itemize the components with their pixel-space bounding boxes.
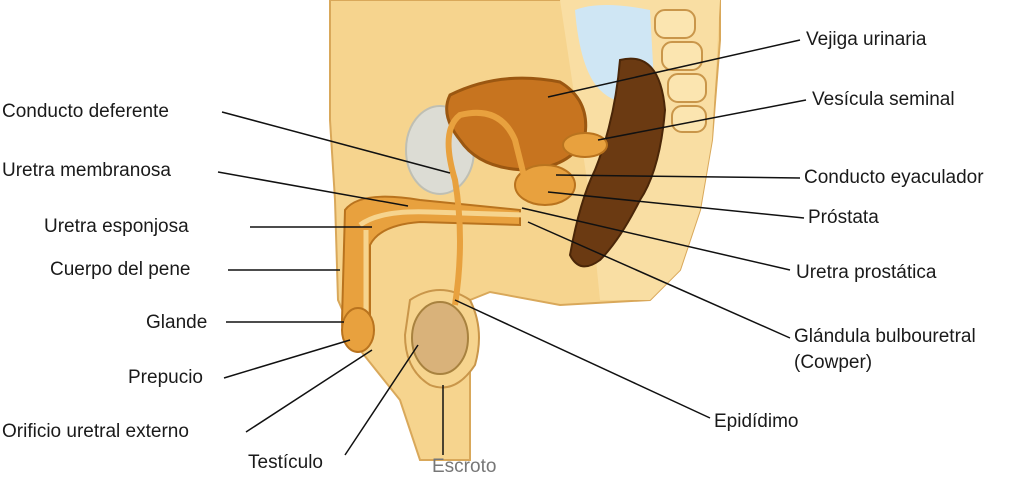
label-conducto-eyaculador: Conducto eyaculador: [804, 167, 984, 189]
label-glandula-bulbouretral: Glándula bulbouretral: [794, 326, 976, 348]
leader-prepucio: [224, 340, 350, 378]
label-prepucio: Prepucio: [128, 367, 203, 389]
leader-epididimo: [455, 300, 710, 418]
label-testiculo: Testículo: [248, 452, 323, 474]
label-prostata: Próstata: [808, 207, 879, 229]
label-orificio-uretral-externo: Orificio uretral externo: [2, 421, 189, 443]
label-conducto-deferente: Conducto deferente: [2, 101, 169, 123]
label-uretra-membranosa: Uretra membranosa: [2, 160, 171, 182]
leader-orificio: [246, 350, 372, 432]
label-cowper: (Cowper): [794, 352, 872, 374]
label-glande: Glande: [146, 312, 207, 334]
label-uretra-prostatica: Uretra prostática: [796, 262, 936, 284]
label-cuerpo-del-pene: Cuerpo del pene: [50, 259, 191, 281]
label-vesicula-seminal: Vesícula seminal: [812, 89, 955, 111]
label-vejiga-urinaria: Vejiga urinaria: [806, 29, 926, 51]
testis: [412, 302, 468, 374]
label-epididimo: Epidídimo: [714, 411, 799, 433]
label-uretra-esponjosa: Uretra esponjosa: [44, 216, 189, 238]
seminal-vesicle: [563, 133, 607, 157]
glans: [342, 308, 374, 352]
